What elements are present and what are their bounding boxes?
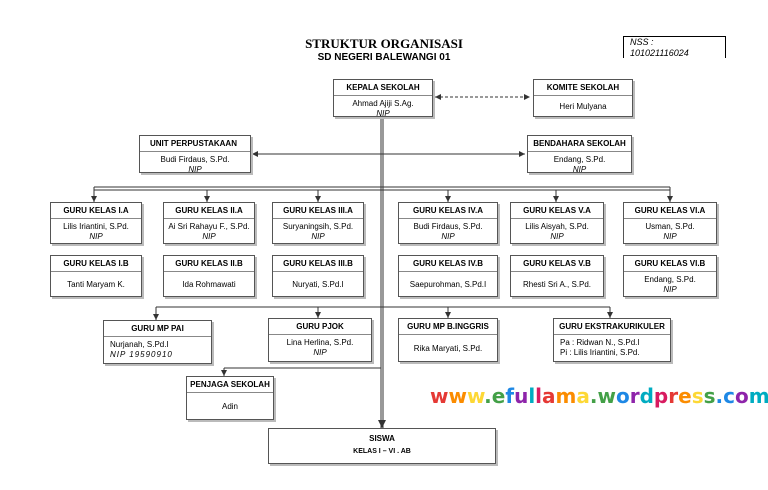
- siswa-classes: KELAS I – VI . AB: [353, 448, 411, 455]
- guru-ekstrakurikuler-title: GURU EKSTRAKURIKULER: [554, 319, 670, 335]
- guru-kelas-4a-box: GURU KELAS IV.A Budi Firdaus, S.Pd. NIP: [398, 202, 498, 244]
- guru-kelas-5b-title: GURU KELAS V.B: [511, 256, 603, 272]
- guru-kelas-6a-box: GURU KELAS VI.A Usman, S.Pd. NIP: [623, 202, 717, 244]
- kepala-sekolah-title: KEPALA SEKOLAH: [334, 80, 432, 96]
- guru-kelas-1a-nip: NIP: [89, 232, 103, 241]
- komite-sekolah-box: KOMITE SEKOLAH Heri Mulyana: [533, 79, 633, 117]
- guru-kelas-1a-box: GURU KELAS I.A Lilis Iriantini, S.Pd. NI…: [50, 202, 142, 244]
- guru-kelas-1b-title: GURU KELAS I.B: [51, 256, 141, 272]
- guru-ekstrakurikuler-pi: Pi : Lilis Iriantini, S.Pd.: [560, 348, 640, 357]
- guru-kelas-2b-title: GURU KELAS II.B: [164, 256, 254, 272]
- bendahara-sekolah-name: Endang, S.Pd.: [553, 155, 606, 164]
- guru-mp-pai-title: GURU MP PAI: [104, 321, 211, 337]
- page-subtitle: SD NEGERI BALEWANGI 01: [317, 52, 451, 63]
- penjaga-sekolah-box: PENJAGA SEKOLAH Adin: [186, 376, 274, 420]
- komite-sekolah-title: KOMITE SEKOLAH: [534, 80, 632, 96]
- siswa-title: SISWA: [369, 434, 395, 443]
- guru-kelas-4b-title: GURU KELAS IV.B: [399, 256, 497, 272]
- guru-kelas-2b-box: GURU KELAS II.B Ida Rohmawati: [163, 255, 255, 297]
- guru-kelas-6b-name: Endang, S.Pd.: [644, 275, 696, 284]
- guru-kelas-4a-title: GURU KELAS IV.A: [399, 203, 497, 219]
- kepala-sekolah-nip: NIP: [376, 109, 390, 118]
- nss-label: NSS :: [630, 37, 654, 47]
- guru-mp-pai-name: Nurjanah, S.Pd.I: [110, 340, 169, 349]
- nss-box: NSS : 101021116024: [623, 36, 726, 58]
- guru-pjok-box: GURU PJOK Lina Herlina, S.Pd. NIP: [268, 318, 372, 362]
- bendahara-sekolah-nip: NIP: [572, 165, 587, 174]
- guru-kelas-5a-name: Lilis Aisyah, S.Pd.: [525, 222, 589, 231]
- bendahara-sekolah-title: BENDAHARA SEKOLAH: [528, 136, 631, 152]
- guru-kelas-6a-nip: NIP: [663, 232, 677, 241]
- guru-kelas-4a-name: Budi Firdaus, S.Pd.: [413, 222, 483, 231]
- guru-kelas-6b-box: GURU KELAS VI.B Endang, S.Pd. NIP: [623, 255, 717, 297]
- guru-kelas-3a-name: Suryaningsih, S.Pd.: [282, 222, 354, 231]
- unit-perpustakaan-box: UNIT PERPUSTAKAAN Budi Firdaus, S.Pd. NI…: [139, 135, 251, 174]
- unit-perpustakaan-nip: NIP: [188, 165, 202, 174]
- guru-kelas-4b-name: Saepurohman, S.Pd.I: [409, 280, 487, 289]
- guru-kelas-6a-title: GURU KELAS VI.A: [624, 203, 716, 219]
- guru-kelas-4a-nip: NIP: [441, 232, 455, 241]
- guru-mp-pai-box: GURU MP PAI Nurjanah, S.Pd.I NIP 1959091…: [103, 320, 212, 364]
- komite-sekolah-name: Heri Mulyana: [559, 102, 607, 111]
- penjaga-sekolah-name: Adin: [221, 402, 238, 411]
- guru-ekstrakurikuler-box: GURU EKSTRAKURIKULER Pa : Ridwan N., S.P…: [553, 318, 671, 362]
- guru-kelas-2b-name: Ida Rohmawati: [182, 280, 236, 289]
- watermark-url: www.efullama.wordpress.com: [430, 384, 768, 408]
- guru-kelas-2a-name: Ai Sri Rahayu F., S.Pd.: [168, 222, 250, 231]
- nss-number: 101021116024: [630, 48, 689, 58]
- kepala-sekolah-name: Ahmad Ajiji S.Ag.: [352, 99, 414, 108]
- guru-ekstrakurikuler-pa: Pa : Ridwan N., S.Pd.I: [560, 338, 640, 347]
- guru-mp-binggris-box: GURU MP B.INGGRIS Rika Maryati, S.Pd.: [398, 318, 498, 362]
- bendahara-sekolah-box: BENDAHARA SEKOLAH Endang, S.Pd. NIP: [527, 135, 632, 174]
- guru-kelas-5a-title: GURU KELAS V.A: [511, 203, 603, 219]
- guru-kelas-2a-nip: NIP: [202, 232, 216, 241]
- unit-perpustakaan-title: UNIT PERPUSTAKAAN: [140, 136, 250, 152]
- guru-kelas-3a-nip: NIP: [311, 232, 325, 241]
- guru-mp-binggris-title: GURU MP B.INGGRIS: [399, 319, 497, 335]
- page-title: STRUKTUR ORGANISASI: [305, 36, 463, 51]
- guru-kelas-1a-title: GURU KELAS I.A: [51, 203, 141, 219]
- guru-mp-binggris-name: Rika Maryati, S.Pd.: [413, 344, 483, 353]
- guru-kelas-5a-box: GURU KELAS V.A Lilis Aisyah, S.Pd. NIP: [510, 202, 604, 244]
- unit-perpustakaan-name: Budi Firdaus, S.Pd.: [160, 155, 230, 164]
- guru-kelas-5a-nip: NIP: [550, 232, 564, 241]
- guru-kelas-1b-name: Tanti Maryam K.: [67, 280, 125, 289]
- guru-pjok-title: GURU PJOK: [269, 319, 371, 335]
- guru-kelas-2a-title: GURU KELAS II.A: [164, 203, 254, 219]
- kepala-sekolah-box: KEPALA SEKOLAH Ahmad Ajiji S.Ag. NIP: [333, 79, 433, 118]
- siswa-box: SISWA KELAS I – VI . AB: [268, 428, 496, 464]
- guru-kelas-3a-title: GURU KELAS III.A: [273, 203, 363, 219]
- guru-kelas-4b-box: GURU KELAS IV.B Saepurohman, S.Pd.I: [398, 255, 498, 297]
- guru-kelas-6b-title: GURU KELAS VI.B: [624, 256, 716, 272]
- guru-kelas-6b-nip: NIP: [663, 285, 677, 294]
- guru-kelas-1a-name: Lilis Iriantini, S.Pd.: [63, 222, 129, 231]
- guru-kelas-1b-box: GURU KELAS I.B Tanti Maryam K.: [50, 255, 142, 297]
- guru-pjok-name: Lina Herlina, S.Pd.: [286, 338, 354, 347]
- guru-kelas-3b-name: Nuryati, S.Pd.I: [292, 280, 344, 289]
- guru-pjok-nip: NIP: [313, 348, 327, 357]
- guru-kelas-6a-name: Usman, S.Pd.: [645, 222, 695, 231]
- penjaga-sekolah-title: PENJAGA SEKOLAH: [187, 377, 273, 393]
- guru-kelas-2a-box: GURU KELAS II.A Ai Sri Rahayu F., S.Pd. …: [163, 202, 255, 244]
- guru-kelas-3a-box: GURU KELAS III.A Suryaningsih, S.Pd. NIP: [272, 202, 364, 244]
- guru-kelas-5b-box: GURU KELAS V.B Rhesti Sri A., S.Pd.: [510, 255, 604, 297]
- guru-kelas-3b-box: GURU KELAS III.B Nuryati, S.Pd.I: [272, 255, 364, 297]
- guru-kelas-5b-name: Rhesti Sri A., S.Pd.: [522, 280, 592, 289]
- guru-mp-pai-nip: NIP 19590910: [110, 350, 173, 359]
- guru-kelas-3b-title: GURU KELAS III.B: [273, 256, 363, 272]
